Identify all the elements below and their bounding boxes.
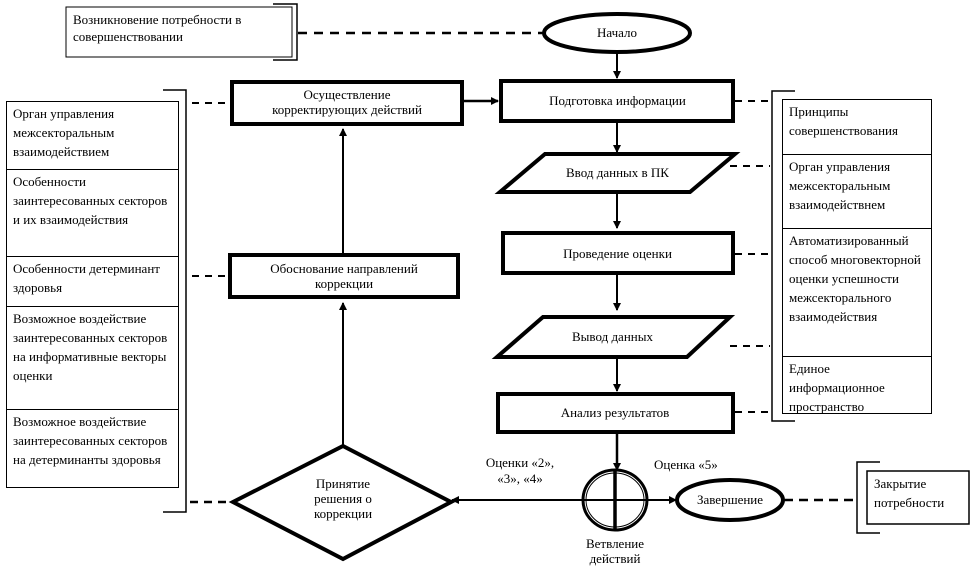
evaluate-label: Проведение оценки <box>563 246 672 261</box>
output-data-parallelogram <box>491 315 736 359</box>
corrective-label: Осуществление корректирующих действий <box>235 87 459 117</box>
start-label: Начало <box>596 25 638 40</box>
right-list-item: Автоматизированный способ многовекторной… <box>783 229 931 357</box>
edge-label-grades-234: Оценки «2», «3», «4» <box>470 455 570 487</box>
start-note-text: Возникновение потребности в совершенство… <box>73 12 242 44</box>
branch-label: Ветвление действий <box>565 536 665 566</box>
decision-label: Принятие решения о коррекции <box>283 476 403 521</box>
right-list-bracket <box>771 90 795 422</box>
edge-label-grade-5: Оценка «5» <box>654 457 718 472</box>
branch-label-line1: Ветвление <box>585 536 645 551</box>
analyze-results-box <box>496 392 735 434</box>
decision-label-line1: Принятие <box>315 476 371 491</box>
output-label: Вывод данных <box>572 329 653 344</box>
edge-label-grades-234-line1: Оценки «2», <box>485 455 555 470</box>
justify-correction-box <box>228 253 460 299</box>
right-list-item: Орган управления межсекторальным взаимод… <box>783 155 931 229</box>
end-note-box <box>866 470 970 525</box>
end-note-text: Закрытие потребности <box>874 476 945 510</box>
decision-diamond <box>228 443 456 562</box>
left-list-item: Особенности заинтересованных секторов и … <box>7 170 178 257</box>
justify-label: Обоснование направлений коррекции <box>233 261 455 291</box>
input-data-parallelogram <box>494 152 741 194</box>
justify-label-line2: коррекции <box>314 276 374 291</box>
end-note-bracket <box>856 461 880 534</box>
input-label: Ввод данных в ПК <box>566 165 669 180</box>
left-list-item: Особенности детерминант здоровья <box>7 257 178 307</box>
left-list-item: Возможное воздействие заинтересованных с… <box>7 307 178 410</box>
left-list-item: Возможное воздействие заинтересованных с… <box>13 414 168 467</box>
decision-label-line2: решения о <box>314 491 372 506</box>
right-list-item: Принципы совершенствования <box>783 100 931 155</box>
prepare-info-box <box>499 79 735 123</box>
edge-label-grades-234-line2: «3», «4» <box>497 471 543 486</box>
left-list-item: Орган управления межсекторальным взаимод… <box>7 102 178 170</box>
prepare-label: Подготовка информации <box>549 93 686 108</box>
decision-label-line3: коррекции <box>313 506 373 521</box>
corrective-actions-box <box>230 80 464 126</box>
right-resource-list: Принципы совершенствования Орган управле… <box>782 99 932 414</box>
finish-terminator <box>675 478 785 522</box>
evaluate-box <box>501 231 735 275</box>
right-list-item: Единое информационное пространство <box>789 361 885 414</box>
finish-label: Завершение <box>696 492 764 507</box>
justify-label-line1: Обоснование направлений <box>270 261 418 276</box>
corrective-label-line1: Осуществление <box>303 87 391 102</box>
start-note-box <box>65 6 293 58</box>
start-note-bracket <box>273 3 298 61</box>
corrective-label-line2: корректирующих действий <box>272 102 422 117</box>
branch-label-line2: действий <box>589 551 641 566</box>
analyze-label: Анализ результатов <box>560 405 670 420</box>
left-list-bracket <box>163 89 187 513</box>
left-factor-list: Орган управления межсекторальным взаимод… <box>6 101 179 488</box>
